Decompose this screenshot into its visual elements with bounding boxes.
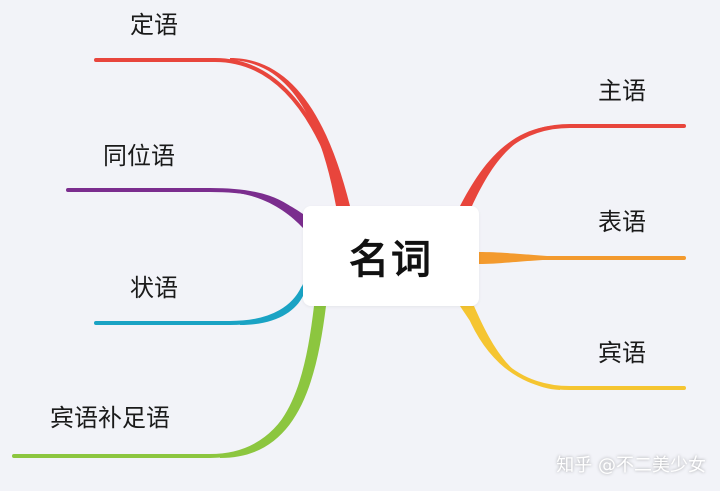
branch-label-subject: 主语 [598, 77, 646, 105]
branch-appositive-line [66, 188, 305, 222]
branch-attributive-line [94, 58, 347, 208]
branch-label-appositive: 同位语 [103, 142, 175, 170]
branch-subject-line [464, 124, 686, 208]
branch-appositive-taper [225, 189, 303, 228]
branch-label-attributive: 定语 [130, 11, 178, 39]
branch-predicative-taper [479, 252, 560, 264]
branch-label-adverbial: 状语 [130, 274, 178, 302]
center-node-label: 名词 [349, 237, 433, 283]
watermark: 知乎 @不二美少女 [556, 455, 706, 476]
branch-subject-taper [460, 125, 560, 206]
branch-attributive-taper [230, 58, 350, 206]
branch-label-obj-complement: 宾语补足语 [50, 404, 170, 432]
branch-label-object: 宾语 [598, 339, 646, 367]
center-node: 名词 [303, 206, 479, 306]
branch-label-predicative: 表语 [598, 208, 646, 236]
branch-object-line [464, 304, 686, 390]
branch-object-taper [460, 306, 560, 390]
branch-obj-complement-taper [220, 306, 326, 458]
branch-adverbial-taper [240, 284, 303, 325]
